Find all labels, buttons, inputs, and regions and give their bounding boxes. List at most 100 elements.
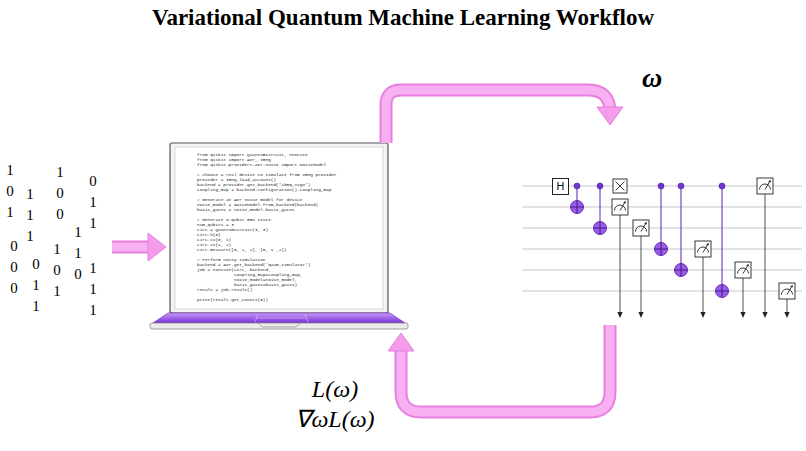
code-line: basis_gates=basis_gates) xyxy=(234,282,297,287)
quantum-circuit-part-part xyxy=(722,186,723,291)
quantum-circuit-part xyxy=(577,186,722,291)
code-line: basis_gates = noise_model.basis_gates xyxy=(197,207,295,212)
data-bits: 0 0 0 xyxy=(10,236,18,299)
code-line: # Generate 3-qubit GHZ state xyxy=(197,217,271,222)
laptop-drawing xyxy=(150,143,408,329)
edge-label: L(ω) ∇ωL(ω) xyxy=(285,374,385,434)
data-bits: 1 1 0 xyxy=(74,222,82,285)
laptop-drawing-part xyxy=(256,318,306,319)
quantum-circuit-part xyxy=(638,312,643,318)
quantum-circuit-part xyxy=(719,183,725,189)
code-line: circ.measure([0, 1, 2], [0, 1 ,2]) xyxy=(197,247,287,252)
quantum-circuit-part-part xyxy=(522,228,802,229)
quantum-circuit-part-part xyxy=(787,299,788,313)
code-line: circ = QuantumCircuit(3, 3) xyxy=(197,227,268,232)
circuit-node: H xyxy=(515,125,800,325)
diagram-title: Variational Quantum Machine Learning Wor… xyxy=(0,4,806,32)
edge-label: ω xyxy=(632,60,672,95)
laptop-drawing-part xyxy=(258,323,300,327)
arrow-body-glow xyxy=(401,325,610,412)
quantum-circuit-part-part xyxy=(765,194,766,313)
quantum-circuit xyxy=(522,178,802,318)
data-bits: 1 0 1 xyxy=(53,239,61,302)
quantum-circuit-part xyxy=(655,243,668,256)
quantum-circuit-part xyxy=(779,283,795,299)
arrow-head xyxy=(597,107,623,125)
quantum-circuit-part xyxy=(762,312,767,318)
feedback-arrow xyxy=(386,90,623,143)
quantum-circuit-part xyxy=(616,182,625,191)
quantum-circuit-part-part xyxy=(522,270,802,271)
arrow-body xyxy=(401,325,610,412)
arrow-head xyxy=(388,333,414,351)
code-line: provider = IBMQ.load_account() xyxy=(197,177,276,182)
quantum-circuit-part xyxy=(612,199,628,215)
quantum-circuit-part xyxy=(620,194,787,313)
quantum-circuit-part-part xyxy=(703,257,704,313)
code-line: job = execute(circ, backend, xyxy=(197,267,271,272)
quantum-circuit-part xyxy=(700,312,705,318)
quantum-circuit-part xyxy=(695,241,711,257)
data-bits: 0 1 1 xyxy=(89,171,97,234)
input-arrow-part xyxy=(112,243,150,252)
code-line: # Perform noisy simulation xyxy=(197,257,266,262)
code-line: # Choose a real device to simulate from … xyxy=(197,172,337,177)
quantum-circuit-part xyxy=(735,262,751,278)
input-arrow xyxy=(112,233,166,261)
input-arrow-part xyxy=(112,241,150,254)
quantum-circuit-part xyxy=(594,222,607,235)
quantum-circuit-part-part xyxy=(661,186,662,249)
quantum-circuit-part xyxy=(617,312,622,318)
quantum-circuit-part xyxy=(716,285,729,298)
data-bits: 0 1 1 xyxy=(32,254,40,317)
quantum-circuit-part xyxy=(597,183,603,189)
quantum-circuit-part-part xyxy=(620,215,621,313)
quantum-circuit-part xyxy=(740,312,745,318)
quantum-circuit-part-part xyxy=(522,291,802,292)
quantum-circuit-part-part xyxy=(522,207,802,208)
code-line: from qiskit import Aer, IBMQ xyxy=(197,157,271,162)
laptop-drawing-part xyxy=(170,143,388,313)
quantum-circuit-part xyxy=(757,178,773,194)
quantum-circuit-part xyxy=(571,201,584,214)
code-line: backend = provider.get_backend('ibmq_vig… xyxy=(197,182,310,187)
data-bits: 1 0 1 xyxy=(6,160,14,223)
code-line: result = job.result() xyxy=(197,287,252,292)
code-line: # Generate an Aer noise model for device xyxy=(197,197,302,202)
data-bits: 1 1 1 xyxy=(89,258,97,321)
laptop-node: from qiskit import QuantumCircuit, execu… xyxy=(150,143,408,333)
code-line: noise_model = NoiseModel.from_backend(ba… xyxy=(197,202,318,207)
quantum-circuit-part xyxy=(574,183,580,189)
code-line: coupling_map=coupling_map, xyxy=(234,272,303,277)
code-line: circ.cx(0, 1) xyxy=(197,237,231,242)
quantum-circuit-part xyxy=(522,186,802,291)
quantum-circuit-part xyxy=(678,183,684,189)
quantum-circuit-part xyxy=(613,179,627,193)
quantum-circuit-part-part xyxy=(681,186,682,270)
quantum-circuit-part-part xyxy=(641,236,642,313)
laptop-drawing-part xyxy=(175,147,383,309)
quantum-circuit-part xyxy=(633,220,649,236)
code-line: print(result.get_counts(0)) xyxy=(197,297,268,302)
quantum-circuit-part xyxy=(675,264,688,277)
quantum-circuit-part-part xyxy=(743,278,744,313)
arrow-body-glow xyxy=(386,90,610,143)
quantum-circuit-part xyxy=(784,312,789,318)
input-arrow-part xyxy=(148,233,166,261)
laptop-drawing-part xyxy=(150,323,408,329)
feedback-arrow xyxy=(388,325,610,412)
code-line: backend = Aer.get_backend('qasm_simulato… xyxy=(197,262,310,267)
gate-label: H xyxy=(552,178,569,195)
code-line: noise_model=noise_model, xyxy=(234,277,297,282)
code-line: from qiskit.providers.aer.noise import N… xyxy=(197,162,326,167)
data-bits: 1 1 1 xyxy=(26,184,34,247)
code-line: circ.h(0) xyxy=(197,232,221,237)
quantum-circuit-part xyxy=(658,183,664,189)
laptop-drawing-part xyxy=(153,313,405,323)
code-line: num_qubits = 3 xyxy=(197,222,234,227)
code-line: from qiskit import QuantumCircuit, execu… xyxy=(197,152,308,157)
quantum-circuit-part xyxy=(616,182,625,191)
data-bits: 1 0 0 xyxy=(56,162,64,225)
